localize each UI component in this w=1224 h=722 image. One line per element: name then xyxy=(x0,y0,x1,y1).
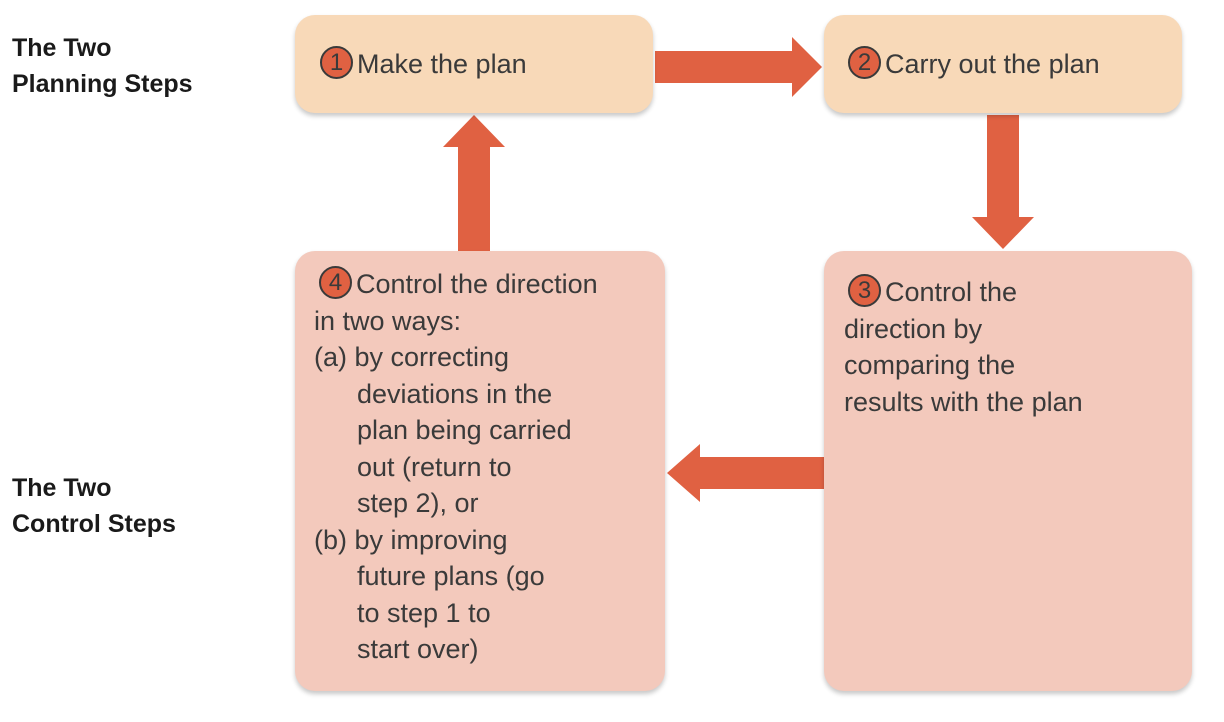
planning-steps-label: The Two Planning Steps xyxy=(12,34,193,98)
step-2-text: Carry out the plan xyxy=(885,49,1100,79)
step-4-text-line-2: in two ways: xyxy=(314,306,462,336)
step-4-text-line-1: Control the direction xyxy=(356,269,598,299)
step-3-text-line-3: comparing the xyxy=(844,350,1016,380)
step-4-text-line-8: (b) by improving xyxy=(314,525,508,555)
arrow-step1-to-step2 xyxy=(655,37,822,97)
step-4-text-line-9: future plans (go xyxy=(357,561,545,591)
step-1-text: Make the plan xyxy=(357,49,527,79)
arrow-step4-to-step1 xyxy=(443,115,505,251)
step-4-number-badge: 4 xyxy=(319,266,352,300)
step-3-text-line-2: direction by xyxy=(844,314,983,344)
step-4-text-line-10: to step 1 to xyxy=(357,598,491,628)
step-4-text-line-11: start over) xyxy=(357,634,479,664)
control-steps-label: The Two Control Steps xyxy=(12,474,176,538)
step-1-number-badge: 1 xyxy=(320,46,353,80)
step-4-text-line-4: deviations in the xyxy=(357,379,553,409)
arrow-step2-to-step3 xyxy=(972,115,1034,249)
step-3-text-line-1: Control the xyxy=(885,277,1018,307)
arrow-step3-to-step4 xyxy=(667,444,824,502)
step-2-number-badge: 2 xyxy=(848,46,881,80)
step-4-text-line-6: out (return to xyxy=(357,452,512,482)
step-3-text-line-4: results with the plan xyxy=(844,387,1083,417)
step-4-text-line-5: plan being carried xyxy=(357,415,572,445)
step-4-text-line-3: (a) by correcting xyxy=(314,342,510,372)
step-3-number-badge: 3 xyxy=(848,274,881,308)
step-4-text-line-7: step 2), or xyxy=(357,488,479,518)
